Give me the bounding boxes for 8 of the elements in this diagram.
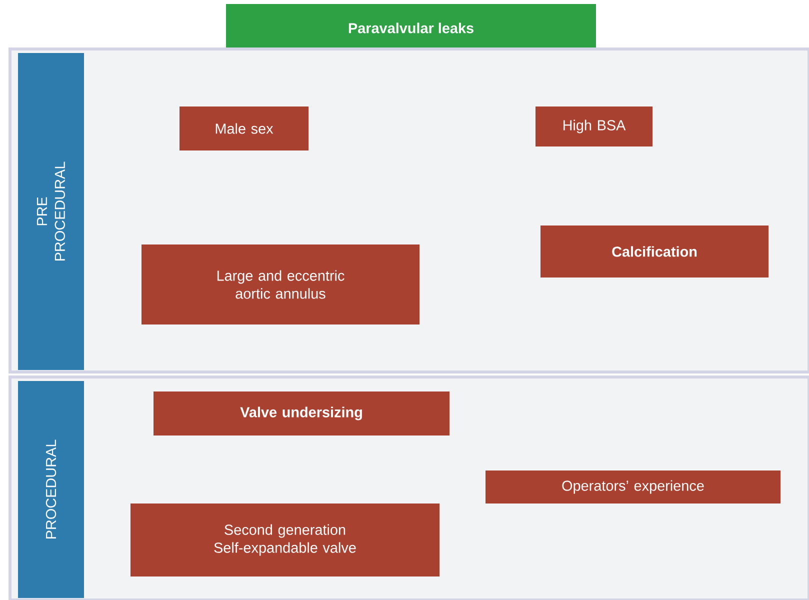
title-banner: Paravalvular leaks	[226, 4, 596, 52]
factor-box: Second generation Self-expandable valve	[130, 504, 440, 576]
factor-box: Calcification	[540, 226, 768, 278]
factor-box: Operators’ experience	[486, 470, 780, 504]
factor-box: Large and eccentric aortic annulus	[142, 244, 420, 324]
factor-box: Valve undersizing	[154, 392, 450, 436]
factor-box: Male sex	[180, 106, 308, 150]
factor-box: High BSA	[536, 106, 652, 146]
